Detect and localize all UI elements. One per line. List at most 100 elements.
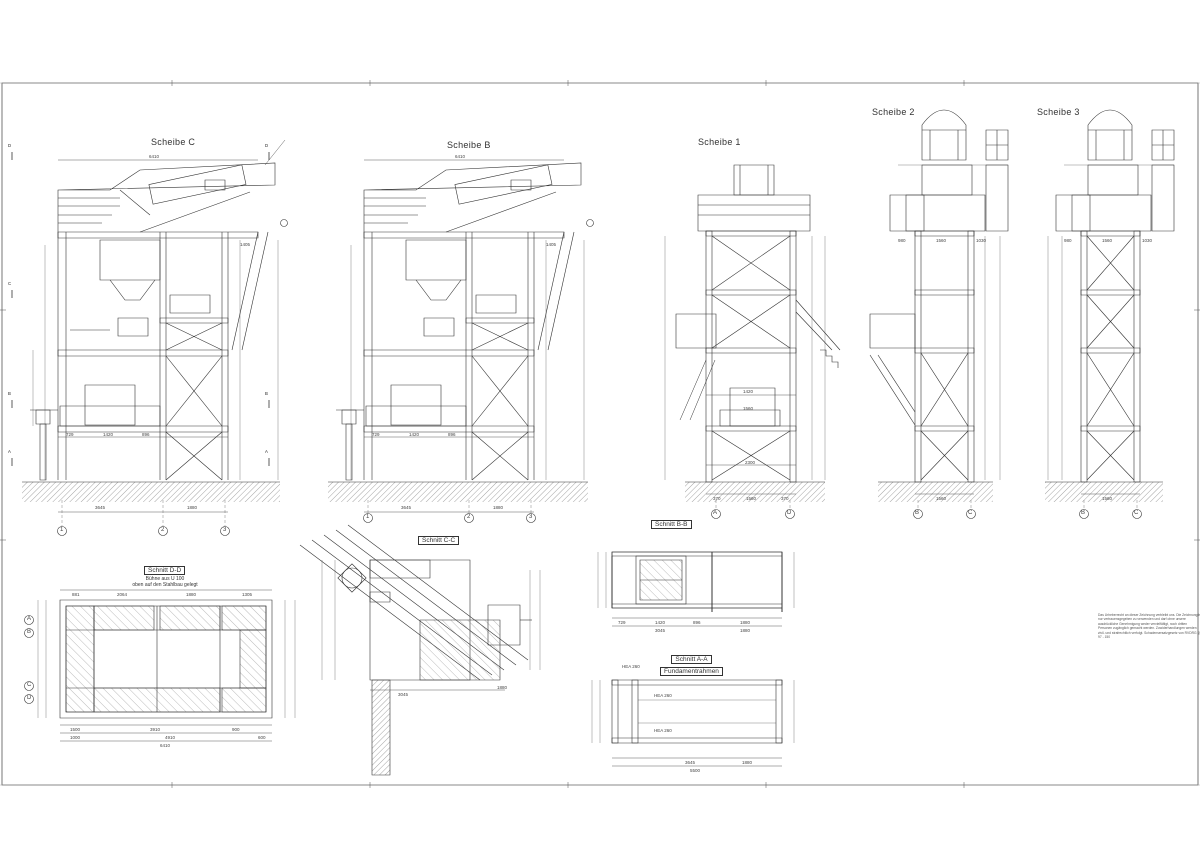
view-scheibe-3 xyxy=(1045,110,1174,519)
view-title-scheibe-2: Scheibe 2 xyxy=(872,107,915,117)
dim-bb-bot-5: 3045 xyxy=(655,628,666,633)
section-mark-d-right: D xyxy=(265,143,269,148)
axis-dd-c: C xyxy=(27,682,32,688)
dim-s2-top-2: 1560 xyxy=(936,238,947,243)
dim-bb-bot-2: 1420 xyxy=(655,620,666,625)
dim-bb-bot-6: 1880 xyxy=(740,628,751,633)
axis-s2-c: C xyxy=(968,510,973,516)
axis-s3-c: C xyxy=(1134,510,1139,516)
dim-b-row-2: 1420 xyxy=(409,432,420,437)
dim-b-bot-1: 3645 xyxy=(401,505,412,510)
dim-cc-bot-2: 1880 xyxy=(497,685,508,690)
axis-c-1: 1 xyxy=(60,527,64,533)
dim-aa-bot-1: 3645 xyxy=(685,760,696,765)
dim-s3-bot: 1560 xyxy=(1102,496,1113,501)
dim-s3-top-1: 980 xyxy=(1064,238,1072,243)
axis-s2-b: B xyxy=(915,510,920,516)
dim-dd-top-2: 2064 xyxy=(117,592,128,597)
dim-s1-bot-3: 370 xyxy=(781,496,789,501)
section-mark-b-left: B xyxy=(8,391,11,396)
section-d-d-note: Bühne aus U 100 oben auf den Stahlbau ge… xyxy=(120,576,210,588)
section-d-d-note-line-1: Bühne aus U 100 xyxy=(145,576,185,582)
dim-s1-mid-2: 1560 xyxy=(743,406,754,411)
view-title-scheibe-3: Scheibe 3 xyxy=(1037,107,1080,117)
dim-bb-bot-3: 896 xyxy=(693,620,701,625)
profile-hea-3: HEA 260 xyxy=(654,728,672,733)
dim-bb-bot-4: 1880 xyxy=(740,620,751,625)
copyright-note: Das Urheberrecht an dieser Zeichnung ver… xyxy=(1098,613,1200,640)
view-scheibe-b xyxy=(328,160,594,523)
dim-aa-bot-2: 1880 xyxy=(742,760,753,765)
axis-s3-b: B xyxy=(1081,510,1086,516)
axis-s1-a: A xyxy=(713,510,718,516)
dim-dd-bot-4: 1000 xyxy=(70,735,81,740)
axis-c-2: 2 xyxy=(161,527,165,533)
axis-b-3: 3 xyxy=(529,514,533,520)
dim-dd-top-1: 881 xyxy=(72,592,80,597)
dim-b-bot-2: 1880 xyxy=(493,505,504,510)
dim-c-row-2: 1420 xyxy=(103,432,114,437)
dim-s1-mid-1: 1420 xyxy=(743,389,754,394)
view-scheibe-2 xyxy=(870,110,1008,519)
dim-c-row-1: 729 xyxy=(66,432,74,437)
dim-dd-total: 6410 xyxy=(160,743,171,748)
dim-c-bot-2: 1880 xyxy=(187,505,198,510)
dim-c-bot-1: 3645 xyxy=(95,505,106,510)
dim-s1-bot-2: 1560 xyxy=(746,496,757,501)
section-title-a-a: Schnitt A-A xyxy=(671,655,712,664)
dim-dd-top-4: 1305 xyxy=(242,592,253,597)
dim-s3-top-3: 1030 xyxy=(1142,238,1153,243)
section-b-b xyxy=(598,552,794,626)
section-mark-a-right: A xyxy=(265,449,268,454)
dim-s2-top-1: 980 xyxy=(898,238,906,243)
axis-dd-b: B xyxy=(27,629,32,635)
view-scheibe-1 xyxy=(665,165,840,519)
dim-dd-bot-6: 600 xyxy=(258,735,266,740)
axis-dd-a: A xyxy=(27,616,32,622)
dim-b-top: 6410 xyxy=(455,154,466,159)
section-mark-c: C xyxy=(8,281,12,286)
dim-c-row-3: 896 xyxy=(142,432,150,437)
axis-b-2: 2 xyxy=(467,514,471,520)
dim-dd-bot-2: 3910 xyxy=(150,727,161,732)
section-a-a-subtitle: Fundamentrahmen xyxy=(660,667,723,676)
section-mark-d-left: D xyxy=(8,143,12,148)
dim-s1-low: 2300 xyxy=(745,460,756,465)
dim-c-upper: 1405 xyxy=(240,242,251,247)
section-c-c xyxy=(300,525,540,775)
axis-c-3: 3 xyxy=(223,527,227,533)
section-d-d xyxy=(25,590,296,741)
view-title-scheibe-c: Scheibe C xyxy=(151,137,196,147)
dim-s3-top-2: 1560 xyxy=(1102,238,1113,243)
dim-dd-bot-3: 900 xyxy=(232,727,240,732)
section-a-a xyxy=(592,680,794,766)
dim-cc-bot-1: 3045 xyxy=(398,692,409,697)
dim-bb-bot-1: 729 xyxy=(618,620,626,625)
dim-s2-bot: 1560 xyxy=(936,496,947,501)
dim-s1-bot-1: 370 xyxy=(713,496,721,501)
dim-s2-top-3: 1030 xyxy=(976,238,987,243)
axis-s1-d: D xyxy=(787,510,792,516)
axis-b-1: 1 xyxy=(366,514,370,520)
dim-c-top: 6410 xyxy=(149,154,160,159)
section-d-d-note-line-2: oben auf den Stahlbau gelegt xyxy=(132,582,198,588)
view-scheibe-c xyxy=(12,140,288,536)
section-title-b-b: Schnitt B-B xyxy=(651,520,692,529)
view-title-scheibe-b: Scheibe B xyxy=(447,140,491,150)
dim-b-row-1: 729 xyxy=(372,432,380,437)
dim-dd-top-3: 1880 xyxy=(186,592,197,597)
view-title-scheibe-1: Scheibe 1 xyxy=(698,137,741,147)
section-a-a-header: Schnitt A-A Fundamentrahmen xyxy=(660,648,723,676)
dim-b-row-3: 896 xyxy=(448,432,456,437)
dim-dd-bot-5: 4910 xyxy=(165,735,176,740)
section-title-c-c: Schnitt C-C xyxy=(418,536,460,545)
dim-dd-bot-1: 1500 xyxy=(70,727,81,732)
dim-aa-total: 5500 xyxy=(690,768,701,773)
section-title-d-d: Schnitt D-D xyxy=(144,566,186,575)
section-mark-a-left: A xyxy=(8,449,11,454)
section-mark-b-right: B xyxy=(265,391,268,396)
profile-hea-1: HEA 260 xyxy=(622,664,640,669)
dim-b-upper: 1405 xyxy=(546,242,557,247)
axis-dd-d: D xyxy=(27,695,32,701)
